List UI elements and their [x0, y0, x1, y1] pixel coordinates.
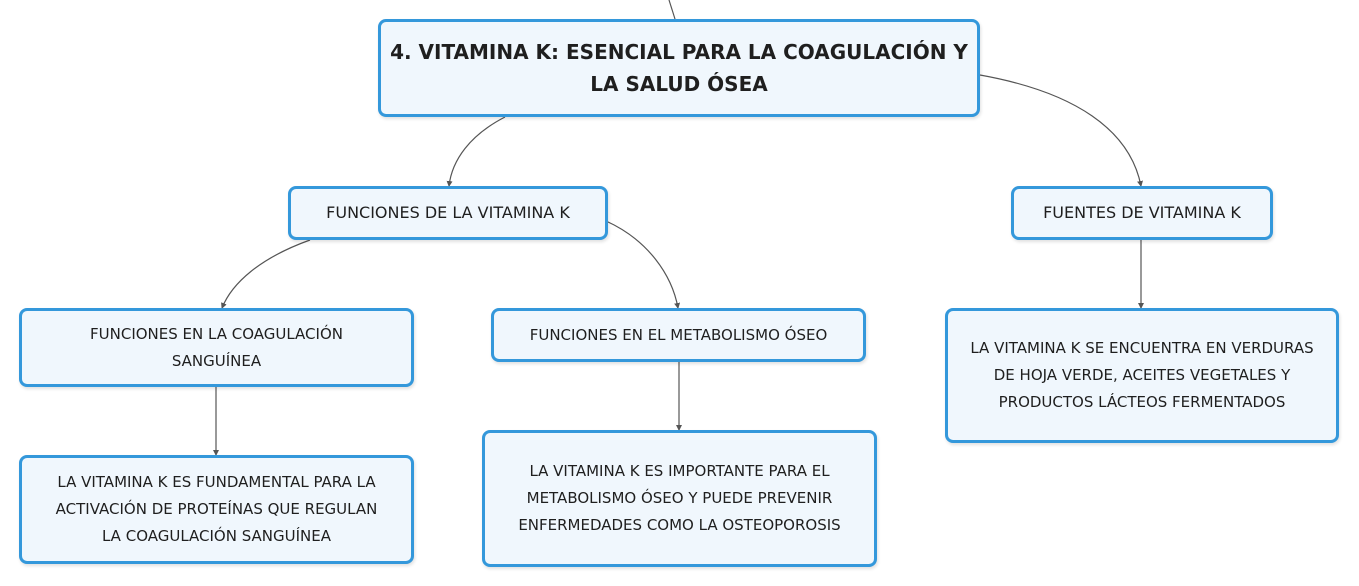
central-topic-line2: LA SALUD ÓSEA — [590, 72, 768, 96]
central-topic-line1: 4. VITAMINA K: ESENCIAL PARA LA COAGULAC… — [390, 40, 968, 64]
fuentes-label: FUENTES DE VITAMINA K — [1043, 203, 1241, 222]
coagulacion-detail-line1: LA VITAMINA K ES FUNDAMENTAL PARA LA — [57, 473, 376, 491]
coagulacion-line2: SANGUÍNEA — [171, 351, 262, 370]
coagulacion-detail-node[interactable]: LA VITAMINA K ES FUNDAMENTAL PARA LA ACT… — [19, 455, 414, 564]
funciones-label: FUNCIONES DE LA VITAMINA K — [326, 203, 570, 222]
coagulacion-detail-line3: LA COAGULACIÓN SANGUÍNEA — [101, 527, 331, 545]
metabolismo-detail-line1: LA VITAMINA K ES IMPORTANTE PARA EL — [529, 462, 830, 480]
fuentes-node[interactable]: FUENTES DE VITAMINA K — [1011, 186, 1273, 240]
funciones-node[interactable]: FUNCIONES DE LA VITAMINA K — [288, 186, 608, 240]
metabolismo-detail-line3: ENFERMEDADES COMO LA OSTEOPOROSIS — [518, 516, 841, 534]
coagulacion-line1: FUNCIONES EN LA COAGULACIÓN — [90, 324, 343, 343]
connector-central-to-funciones — [446, 116, 506, 187]
coagulacion-detail-line2: ACTIVACIÓN DE PROTEÍNAS QUE REGULAN — [55, 500, 378, 518]
fuentes-detail-node[interactable]: LA VITAMINA K SE ENCUENTRA EN VERDURAS D… — [945, 308, 1339, 443]
connector-parent-to-central — [668, 0, 676, 20]
fuentes-detail-line2: DE HOJA VERDE, ACEITES VEGETALES Y — [993, 366, 1291, 384]
metabolismo-detail-node[interactable]: LA VITAMINA K ES IMPORTANTE PARA EL META… — [482, 430, 877, 567]
connector-central-to-fuentes — [979, 74, 1143, 187]
connector-funciones-to-metabolismo — [605, 220, 681, 309]
connector-funciones-to-coagulacion — [221, 239, 311, 309]
coagulacion-node[interactable]: FUNCIONES EN LA COAGULACIÓN SANGUÍNEA — [19, 308, 414, 387]
fuentes-detail-line1: LA VITAMINA K SE ENCUENTRA EN VERDURAS — [970, 339, 1314, 357]
fuentes-detail-line3: PRODUCTOS LÁCTEOS FERMENTADOS — [998, 393, 1286, 411]
metabolismo-node[interactable]: FUNCIONES EN EL METABOLISMO ÓSEO — [491, 308, 866, 362]
metabolismo-detail-line2: METABOLISMO ÓSEO Y PUEDE PREVENIR — [526, 489, 833, 507]
central-topic-node[interactable]: 4. VITAMINA K: ESENCIAL PARA LA COAGULAC… — [378, 19, 980, 117]
metabolismo-label: FUNCIONES EN EL METABOLISMO ÓSEO — [529, 325, 828, 344]
